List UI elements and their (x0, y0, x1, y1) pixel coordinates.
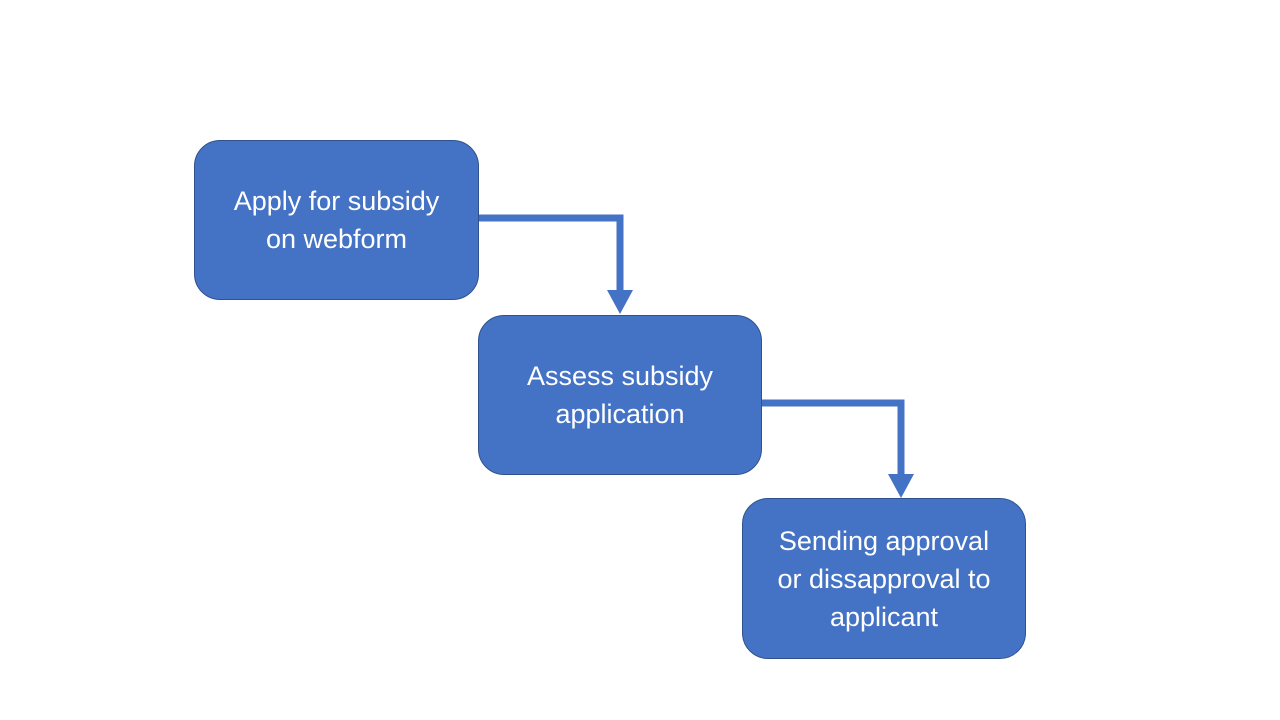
connector-arrow-1-to-2 (479, 214, 633, 314)
step-label-send-decision: Sending approval or dissapproval to appl… (777, 525, 991, 632)
step-box-assess: Assess subsidy application (478, 315, 762, 475)
step-box-apply: Apply for subsidy on webform (194, 140, 479, 300)
step-label-apply: Apply for subsidy on webform (233, 186, 440, 254)
connector-arrow-2-to-3 (762, 399, 914, 498)
step-box-send-decision: Sending approval or dissapproval to appl… (742, 498, 1026, 659)
step-label-assess: Assess subsidy application (526, 361, 714, 429)
